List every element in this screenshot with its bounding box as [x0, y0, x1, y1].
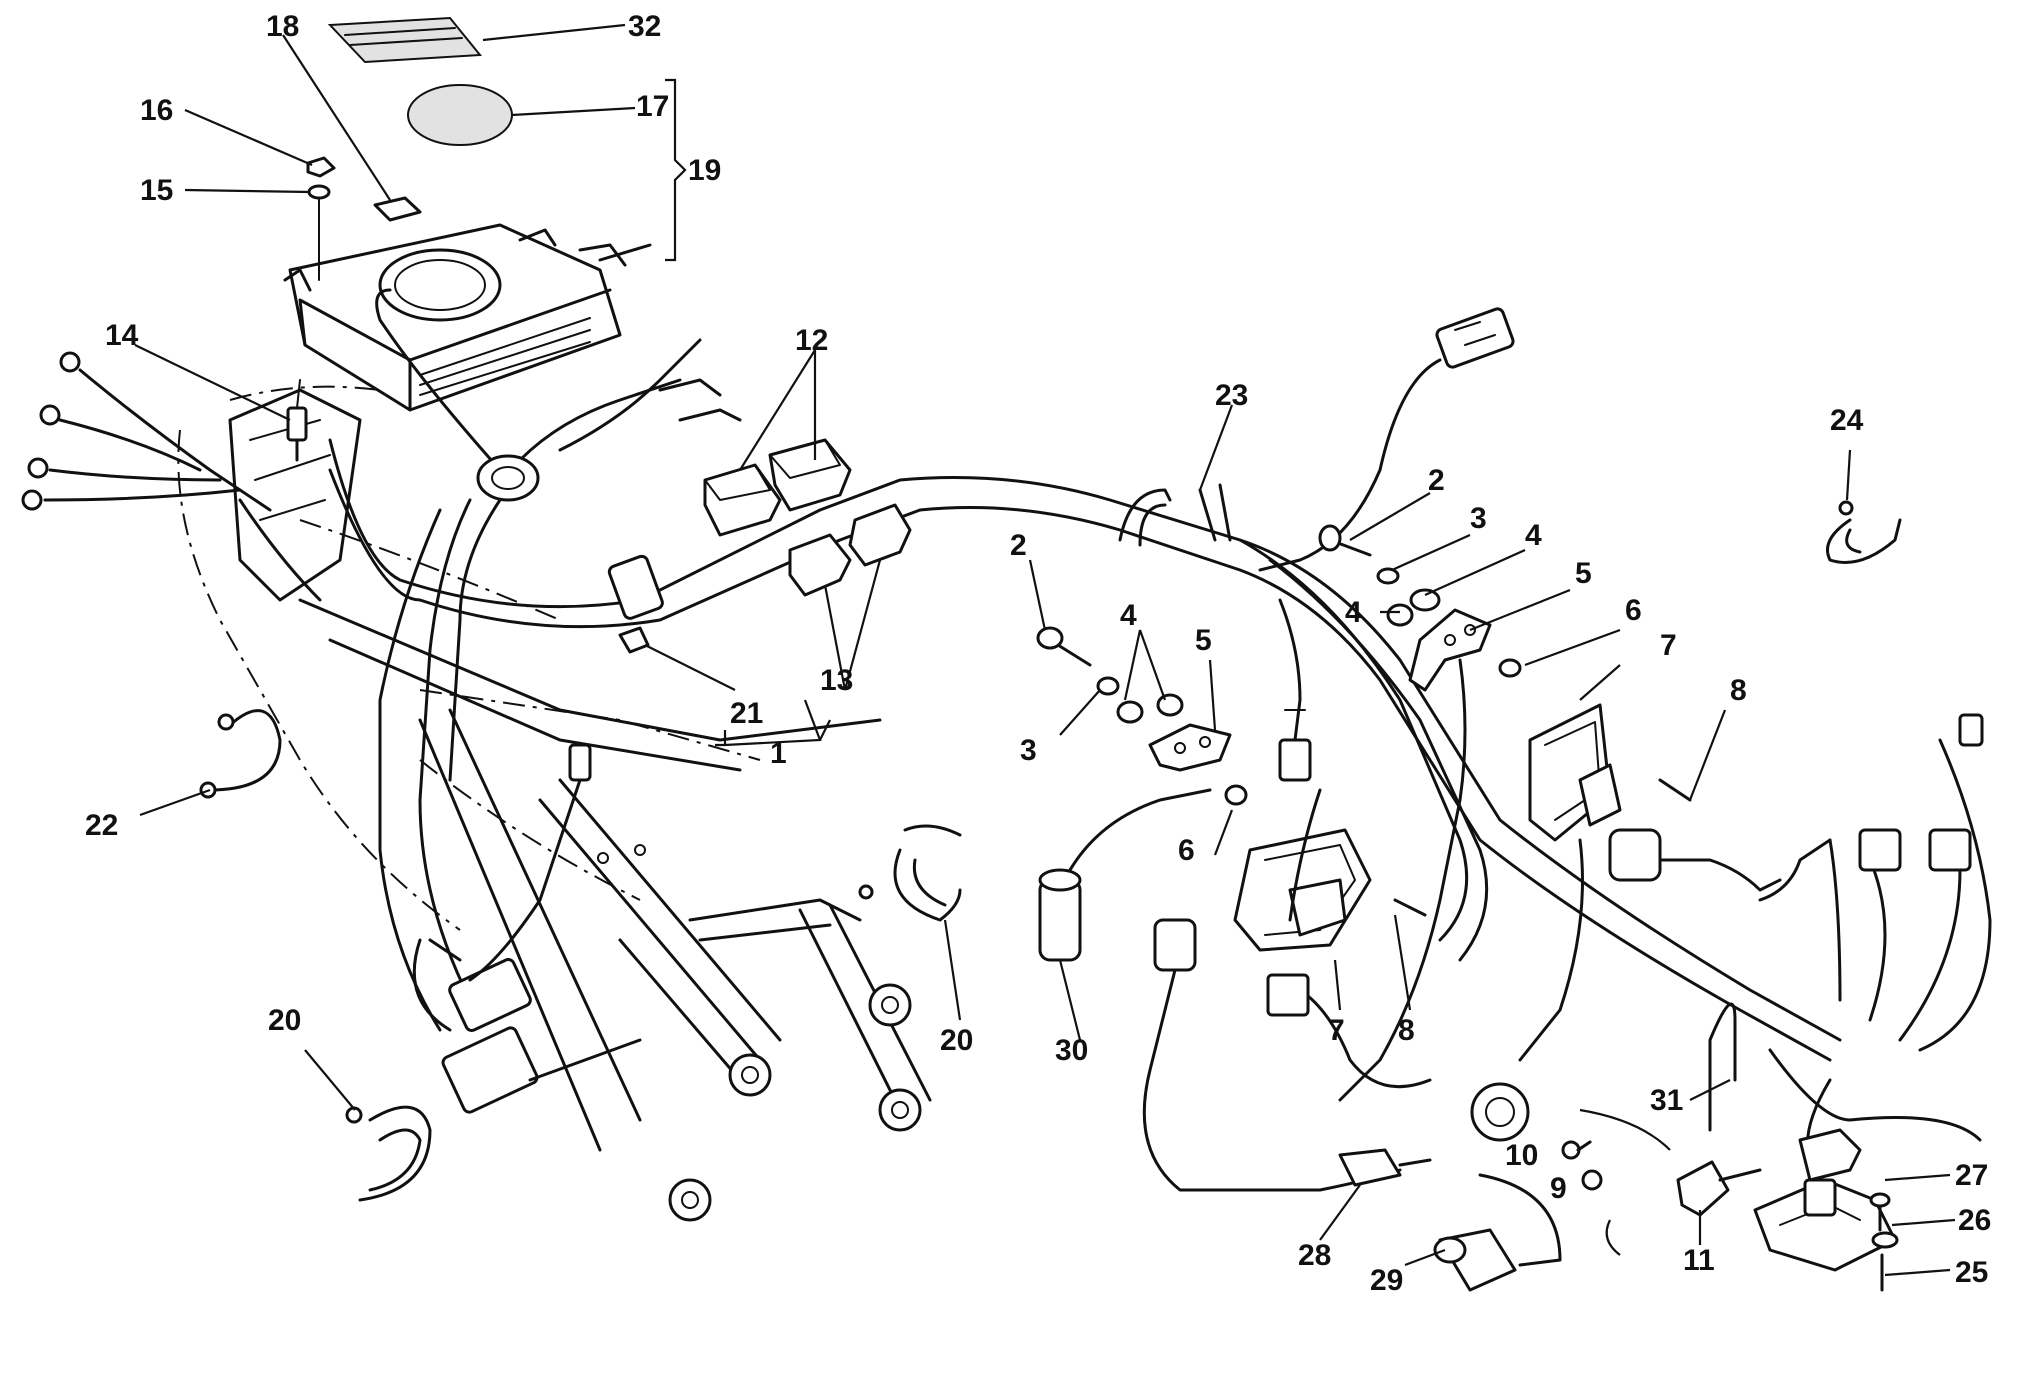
part-28-temp-sensor: [1142, 918, 1432, 1192]
bracket-set-center: [1036, 626, 1248, 806]
callout-2-center: 2: [1010, 529, 1027, 562]
callout-5-center: 5: [1195, 624, 1212, 657]
part-11-sensor: [1676, 1160, 1762, 1217]
leader-lines: [134, 23, 1956, 1277]
callout-30: 30: [1055, 1034, 1088, 1067]
arrow-path: [1579, 1108, 1671, 1151]
bracket-1: [715, 699, 831, 747]
center-connector: [1278, 598, 1312, 782]
part-29-connector: [1433, 1173, 1562, 1292]
part-32-label: [327, 16, 483, 64]
callout-11: 11: [1683, 1244, 1715, 1277]
part-8-screw-upper: [1658, 778, 1692, 802]
part-31-hose: [1708, 1002, 1737, 1132]
callout-5-upper: 5: [1575, 557, 1592, 590]
part-14-sensor: [286, 379, 308, 462]
part-16-nut: [306, 156, 336, 178]
part-22-hoop-clip: [208, 709, 282, 792]
callout-20-left: 20: [268, 1004, 301, 1037]
callout-labels: 32 18 17 16 19 15 14 12 23 24 2 3 4 4 5 …: [85, 10, 1991, 1297]
frame-body: [228, 388, 932, 1222]
callout-6-center: 6: [1178, 834, 1195, 867]
callout-4-upper-a: 4: [1525, 519, 1542, 552]
callout-13: 13: [820, 664, 853, 697]
part-9-washer: [1581, 1169, 1603, 1191]
callout-18: 18: [266, 10, 299, 43]
callout-1: 1: [770, 737, 787, 770]
callout-7-center: 7: [1328, 1014, 1345, 1047]
callout-24: 24: [1830, 404, 1864, 437]
left-connectors: [412, 743, 642, 1114]
callout-4-upper-b: 4: [1345, 596, 1362, 629]
lower-harness-branches: [1266, 658, 1992, 1182]
ecu-control-unit: [283, 223, 652, 412]
part-12-relays: [658, 378, 852, 537]
part-26-map-sensor: [1753, 1178, 1897, 1272]
callout-8-center: 8: [1398, 1014, 1415, 1047]
callout-15: 15: [140, 174, 173, 207]
callout-21: 21: [730, 697, 763, 730]
ring-terminal-wires: [21, 351, 272, 512]
callout-20-right: 20: [940, 1024, 973, 1057]
callout-19: 19: [688, 154, 721, 187]
callout-6-upper: 6: [1625, 594, 1642, 627]
part-20-hoop-clip-right: [858, 824, 962, 922]
callout-4-center: 4: [1120, 599, 1137, 632]
callout-31: 31: [1650, 1084, 1683, 1117]
callout-22: 22: [85, 809, 118, 842]
part-23-harness-clip: [1118, 483, 1232, 547]
callout-27: 27: [1955, 1159, 1988, 1192]
part-7-ignition-coil-lower: [1233, 828, 1372, 952]
callout-14: 14: [105, 319, 139, 352]
callout-28: 28: [1298, 1239, 1331, 1272]
part-30-sensor: [1038, 788, 1212, 962]
part-20-hoop-clip-left: [345, 1105, 432, 1202]
callout-3-upper: 3: [1470, 502, 1487, 535]
part-24-clip: [1826, 500, 1902, 564]
part-21-clip: [618, 626, 650, 654]
callout-29: 29: [1370, 1264, 1403, 1297]
callout-8-upper: 8: [1730, 674, 1747, 707]
callout-2-upper: 2: [1428, 464, 1445, 497]
bracket-19: [665, 78, 687, 262]
callout-7-upper: 7: [1660, 629, 1677, 662]
part-15-washer: [307, 184, 331, 200]
callout-16: 16: [140, 94, 173, 127]
callout-26: 26: [1958, 1204, 1991, 1237]
main-harness: [328, 288, 1842, 1062]
part-18-chip: [373, 196, 422, 222]
callout-17: 17: [636, 90, 669, 123]
part-17-cover-disc: [407, 84, 513, 146]
callout-25: 25: [1955, 1256, 1988, 1289]
callout-32: 32: [628, 10, 661, 43]
callout-23: 23: [1215, 379, 1248, 412]
part-13-sensors: [788, 503, 912, 597]
callout-3-center: 3: [1020, 734, 1037, 767]
part-8-screw-lower: [1393, 898, 1427, 917]
callout-9: 9: [1550, 1172, 1567, 1205]
callout-12: 12: [795, 324, 828, 357]
callout-10: 10: [1505, 1139, 1538, 1172]
part-10-screw: [1561, 1140, 1592, 1160]
part-7-ignition-coil-upper: [1528, 703, 1622, 842]
